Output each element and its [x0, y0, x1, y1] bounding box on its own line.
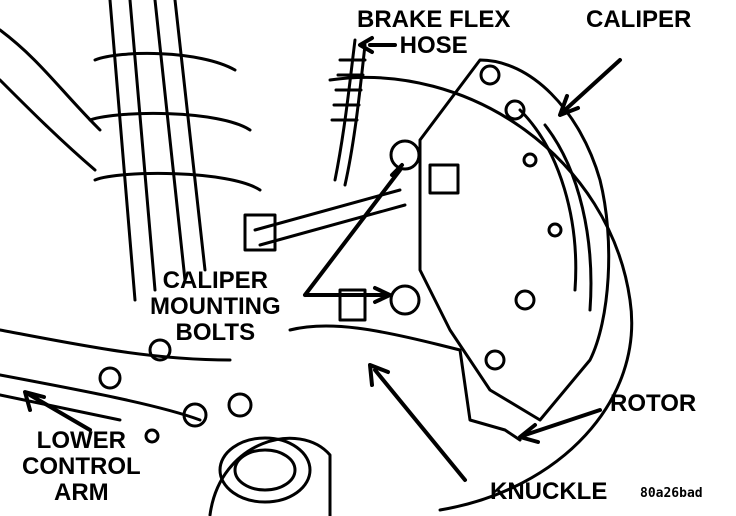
label-brake-flex-hose: BRAKE FLEX HOSE	[357, 7, 510, 59]
leader-arrows	[23, 36, 622, 482]
label-line: MOUNTING	[150, 293, 281, 320]
label-caliper-mounting-bolts: CALIPER MOUNTING BOLTS	[150, 268, 281, 346]
label-line: LOWER	[36, 427, 126, 454]
label-line: BOLTS	[175, 319, 256, 346]
strut	[88, 0, 262, 302]
label-line: BRAKE FLEX	[357, 6, 511, 33]
label-line: CALIPER	[162, 267, 268, 294]
label-knuckle: KNUCKLE	[490, 478, 608, 505]
lower-control-arm-shape	[0, 28, 332, 516]
label-line: CONTROL	[22, 453, 141, 480]
brake-hose-shape	[243, 38, 407, 252]
label-line: ARM	[54, 479, 109, 506]
knuckle-shape	[288, 324, 522, 442]
label-rotor: ROTOR	[610, 390, 697, 417]
caliper-shape	[418, 58, 611, 422]
rotor-shape	[328, 75, 634, 512]
figure-code: 80a26bad	[640, 486, 703, 501]
mounting-bolts	[338, 139, 460, 322]
label-caliper: CALIPER	[586, 6, 692, 33]
label-lower-control-arm: LOWER CONTROL ARM	[22, 428, 141, 506]
label-line: HOSE	[399, 32, 468, 59]
